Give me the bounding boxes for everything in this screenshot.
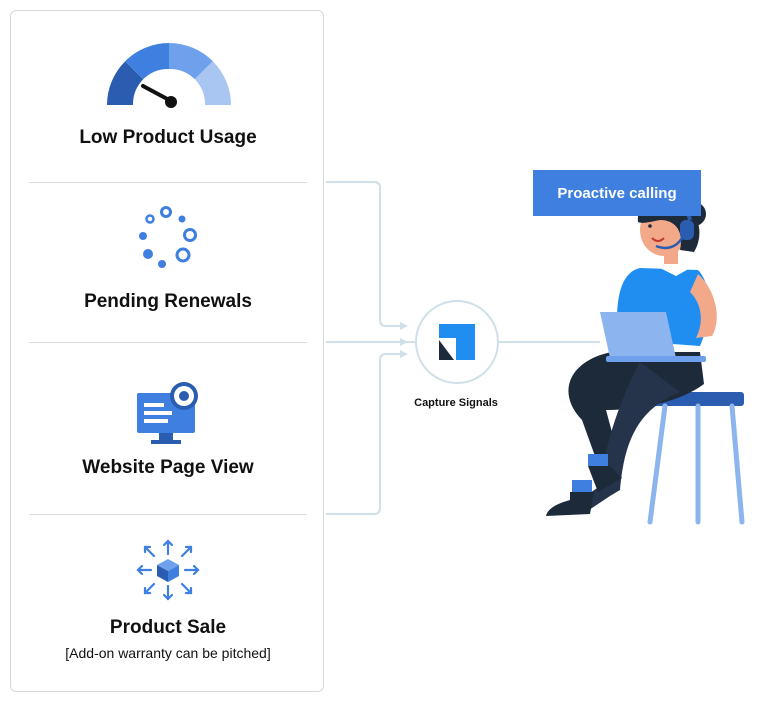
signal-website-page-view: Website Page View <box>82 457 254 478</box>
signal-low-product-usage: Low Product Usage <box>79 127 257 148</box>
proactive-calling-badge: Proactive calling <box>533 170 701 216</box>
capture-logo-icon <box>439 324 475 360</box>
divider <box>29 342 307 343</box>
agent-with-headset-illustration <box>546 197 745 525</box>
loading-dots-icon <box>139 206 197 268</box>
divider <box>29 182 307 183</box>
gauge-icon <box>107 43 231 108</box>
box-arrows-icon <box>136 539 200 601</box>
divider <box>29 514 307 515</box>
monitor-eye-icon <box>137 382 198 444</box>
capture-signals-label: Capture Signals <box>414 397 498 409</box>
signals-panel: Low Product Usage Pending Renewals Websi… <box>10 10 324 692</box>
signal-product-sale-note: [Add-on warranty can be pitched] <box>65 645 271 661</box>
signal-product-sale: Product Sale <box>109 617 227 638</box>
signal-pending-renewals: Pending Renewals <box>84 291 252 312</box>
